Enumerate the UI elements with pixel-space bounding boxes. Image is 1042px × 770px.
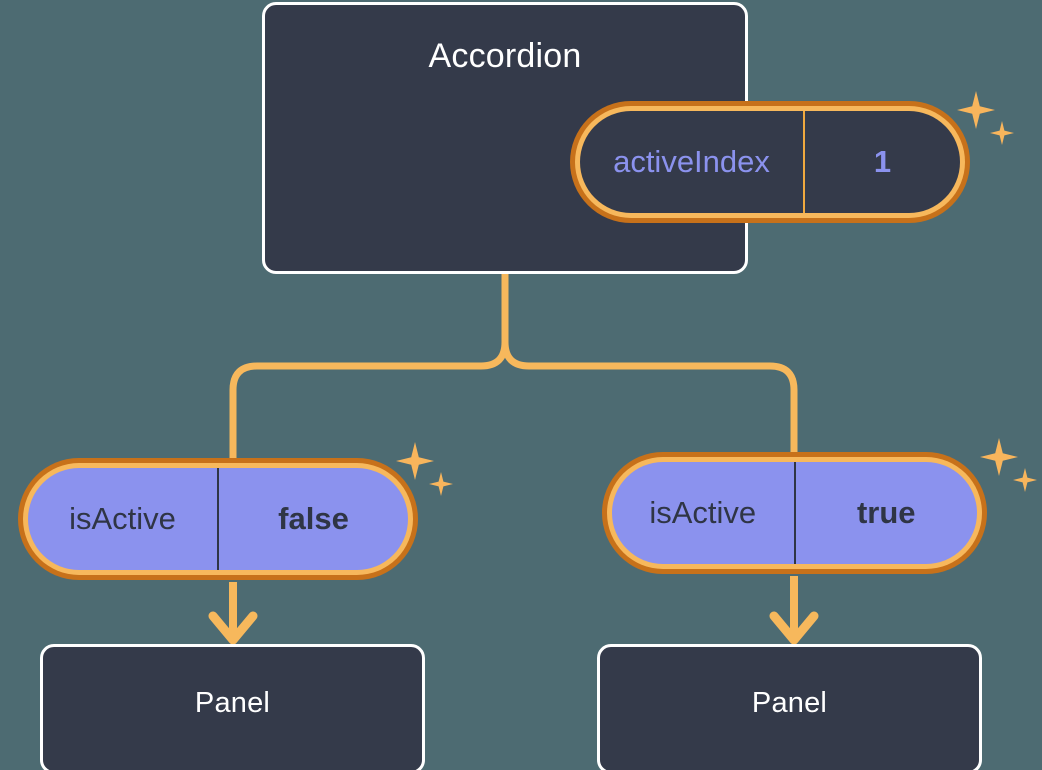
sparkle-icon <box>396 442 434 480</box>
arrow-down-icon-left <box>208 582 258 645</box>
pill-ring-inner: activeIndex 1 <box>575 106 965 218</box>
pill-ring-inner: isActive false <box>23 463 413 575</box>
panel-title: Panel <box>751 687 828 719</box>
pill-body: isActive true <box>612 462 977 564</box>
panel-title: Panel <box>194 687 271 719</box>
sparkle-small-icon <box>990 121 1014 145</box>
connector-branch-right <box>501 338 798 458</box>
arrow-down-icon-right <box>769 576 819 645</box>
pill-ring-inner: isActive true <box>607 457 982 569</box>
panel-node-left[interactable]: Panel <box>40 644 425 770</box>
sparkle-icon <box>957 91 995 129</box>
pill-body: activeIndex 1 <box>580 111 960 213</box>
prop-pill-isactive-true[interactable]: isActive true <box>602 452 987 574</box>
pill-body: isActive false <box>28 468 408 570</box>
prop-value: false <box>278 501 349 536</box>
prop-pill-activeindex[interactable]: activeIndex 1 <box>570 101 970 223</box>
prop-key: activeIndex <box>580 111 805 213</box>
page-title: Accordion <box>428 37 582 75</box>
prop-key: isActive <box>612 462 796 564</box>
connector-branch-left <box>229 338 509 464</box>
prop-value: 1 <box>873 144 892 179</box>
accordion-node[interactable]: Accordion activeIndex 1 <box>262 2 1014 274</box>
sparkle-small-icon <box>429 472 453 496</box>
prop-value: true <box>856 495 916 530</box>
panel-node-right[interactable]: Panel <box>597 644 982 770</box>
sparkle-icon <box>980 438 1018 476</box>
prop-key: isActive <box>28 468 219 570</box>
sparkle-small-icon <box>1013 468 1037 492</box>
prop-pill-isactive-false[interactable]: isActive false <box>18 458 418 580</box>
